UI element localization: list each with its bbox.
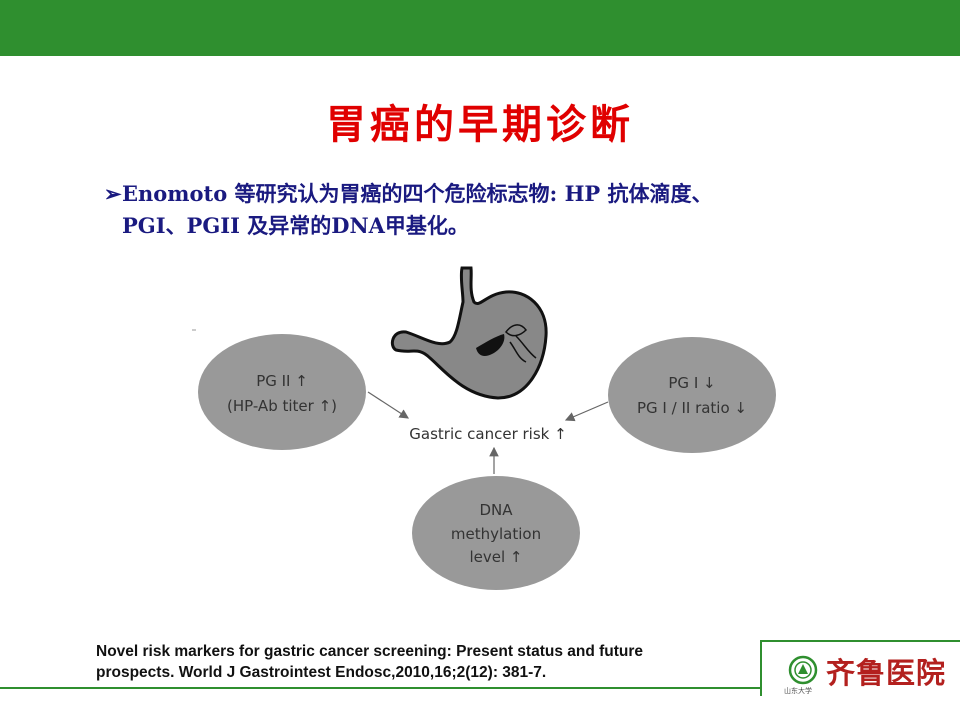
slide-title: 胃癌的早期诊断 — [326, 101, 634, 148]
left-arrow — [367, 391, 410, 419]
bottom-green-line — [0, 687, 960, 689]
bottom-oval-text-1: DNA — [479, 501, 513, 519]
right-oval-text-1: PG I ↓ — [668, 374, 715, 392]
bullet-point: ➢Enomoto 等研究认为胃癌的四个危险标志物: HP 抗体滴度、 PGI、P… — [104, 178, 864, 242]
risk-diagram: PG II ↑ (HP-Ab titer ↑) PG I ↓ PG I / II… — [192, 266, 776, 590]
bullet-arrow-icon: ➢ — [104, 181, 122, 206]
bottom-oval-text-2: methylation — [451, 525, 541, 543]
left-oval-text-2: (HP-Ab titer ↑) — [227, 397, 337, 415]
citation-line-2: prospects. World J Gastrointest Endosc,2… — [96, 664, 547, 681]
bullet-line-1: Enomoto 等研究认为胃癌的四个危险标志物: HP 抗体滴度、 — [122, 181, 713, 206]
right-oval — [608, 337, 776, 453]
hospital-emblem-icon — [788, 655, 818, 685]
bottom-oval — [412, 476, 580, 590]
bottom-oval-text-3: level ↑ — [469, 548, 522, 566]
hospital-logo: 山东大学 齐鲁医院 — [760, 640, 960, 696]
left-oval — [198, 334, 366, 450]
right-arrow — [564, 401, 609, 422]
center-label: Gastric cancer risk ↑ — [409, 425, 566, 443]
left-oval-text-1: PG II ↑ — [256, 372, 308, 390]
citation-line-1: Novel risk markers for gastric cancer sc… — [96, 643, 644, 660]
right-oval-text-2: PG I / II ratio ↓ — [637, 399, 747, 417]
logo-name: 齐鲁医院 — [826, 656, 947, 690]
bullet-line-2: PGI、PGII 及异常的DNA甲基化。 — [122, 213, 469, 238]
top-green-bar — [0, 0, 960, 56]
stomach-illustration — [390, 266, 548, 400]
logo-subtitle: 山东大学 — [784, 687, 812, 695]
citation: Novel risk markers for gastric cancer sc… — [96, 641, 761, 683]
